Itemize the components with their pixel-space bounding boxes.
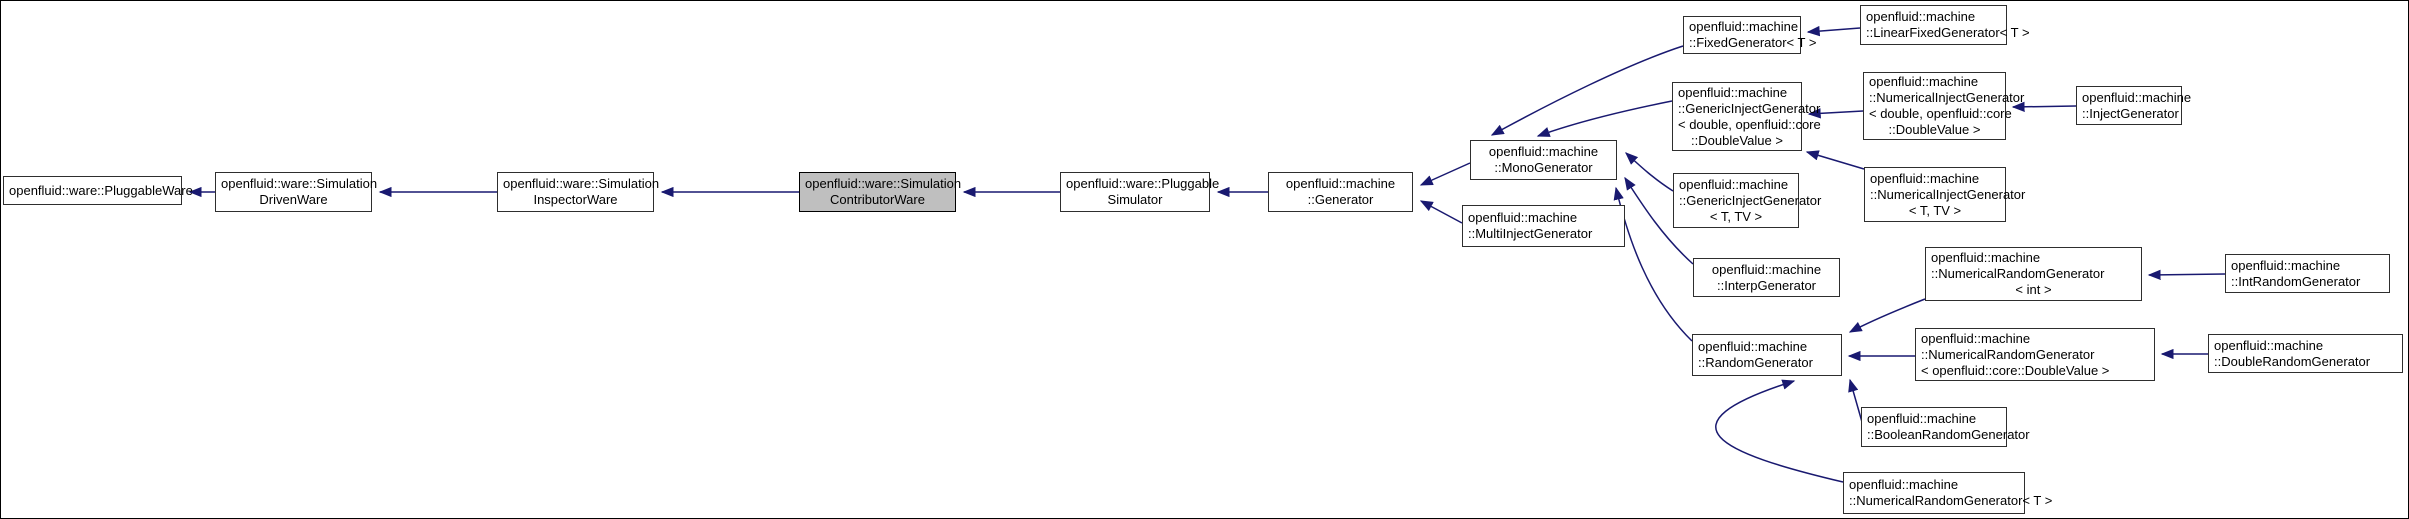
node-label-line: openfluid::machine	[1931, 250, 2041, 265]
node-label-line: openfluid::ware::Simulation	[805, 176, 962, 191]
node-label-line: ContributorWare	[830, 192, 925, 207]
node-label-line: ::DoubleValue >	[1691, 132, 1783, 148]
node-numerical-random-generator-int[interactable]: openfluid::machine::NumericalRandomGener…	[1925, 247, 2142, 301]
node-label-line: ::NumericalRandomGenerator< T >	[1849, 493, 2053, 508]
edge-fixed-generator--mono-generator	[1490, 45, 1684, 136]
node-label-line: openfluid::machine	[1468, 210, 1578, 225]
node-label-line: ::DoubleValue >	[1888, 122, 1981, 137]
node-label-line: openfluid::machine	[2214, 337, 2324, 353]
node-label-line: openfluid::machine	[1678, 84, 1788, 100]
node-linear-fixed-generator[interactable]: openfluid::machine::LinearFixedGenerator…	[1860, 5, 2030, 45]
node-pluggable-ware[interactable]: openfluid::ware::PluggableWare	[3, 176, 193, 205]
node-fixed-generator[interactable]: openfluid::machine::FixedGenerator< T >	[1683, 16, 1817, 54]
node-label-line: ::RandomGenerator	[1698, 355, 1813, 370]
node-label-line: Simulator	[1107, 192, 1163, 207]
node-label-line: openfluid::machine	[1870, 170, 1980, 186]
node-label-line: ::NumericalRandomGenerator	[1931, 266, 2105, 281]
node-label-line: < double, openfluid::core	[1678, 116, 1821, 132]
node-multi-inject-generator[interactable]: openfluid::machine::MultiInjectGenerator	[1462, 205, 1625, 247]
node-label-line: ::InterpGenerator	[1717, 277, 1816, 293]
edge-linear-fixed-generator--fixed-generator	[1806, 25, 1861, 37]
node-label-line: openfluid::ware::Simulation	[221, 176, 378, 191]
node-label-line: ::BooleanRandomGenerator	[1867, 427, 2030, 442]
node-label-line: openfluid::machine	[1711, 261, 1822, 277]
node-inject-generator[interactable]: openfluid::machine::InjectGenerator	[2076, 86, 2192, 125]
node-label-line: openfluid::machine	[1866, 9, 1976, 24]
node-label-line: openfluid::machine	[1867, 411, 1977, 426]
edge-interp-generator--mono-generator	[1624, 176, 1694, 265]
node-label-line: openfluid::ware::Pluggable	[1066, 176, 1220, 191]
edge-multi-inject-generator--generator	[1419, 200, 1463, 224]
node-label-line: openfluid::machine	[1869, 74, 1979, 89]
node-double-random-generator[interactable]: openfluid::machine::DoubleRandomGenerato…	[2208, 334, 2403, 373]
node-label-line: openfluid::machine	[1849, 477, 1959, 492]
node-label-line: openfluid::machine	[2231, 257, 2341, 273]
node-label-line: ::GenericInjectGenerator	[1679, 192, 1822, 208]
edge-int-random-generator--numerical-random-generator-int	[2147, 269, 2226, 281]
node-label-line: < T, TV >	[1709, 208, 1763, 224]
edge-numerical-random-generator-t--random-generator	[1715, 379, 1844, 483]
node-numerical-random-generator-t[interactable]: openfluid::machine::NumericalRandomGener…	[1843, 472, 2053, 514]
node-label-line: openfluid::machine	[2082, 89, 2192, 105]
node-label-line: ::FixedGenerator< T >	[1689, 35, 1817, 50]
node-label-line: < int >	[2015, 282, 2052, 297]
node-label-line: < openfluid::core::DoubleValue >	[1921, 362, 2110, 378]
node-label-line: openfluid::machine	[1698, 339, 1808, 354]
node-boolean-random-generator[interactable]: openfluid::machine::BooleanRandomGenerat…	[1861, 407, 2030, 447]
node-label-line: InspectorWare	[533, 192, 618, 207]
node-label-line: ::DoubleRandomGenerator	[2214, 353, 2371, 369]
node-label-line: openfluid::machine	[1689, 19, 1799, 34]
edge-numerical-inject-generator-double--generic-inject-generator-double	[1807, 108, 1864, 119]
node-label-line: ::LinearFixedGenerator< T >	[1866, 25, 2030, 40]
edge-inject-generator--numerical-inject-generator-double	[2011, 101, 2077, 113]
node-label-line: openfluid::machine	[1488, 144, 1599, 159]
node-label-line: ::NumericalInjectGenerator	[1869, 90, 2025, 105]
node-label-line: ::MonoGenerator	[1494, 160, 1593, 175]
node-label-line: < double, openfluid::core	[1869, 106, 2012, 121]
node-interp-generator[interactable]: openfluid::machine::InterpGenerator	[1693, 258, 1840, 297]
node-generic-inject-generator-ttv[interactable]: openfluid::machine::GenericInjectGenerat…	[1673, 173, 1822, 228]
node-numerical-random-generator-double[interactable]: openfluid::machine::NumericalRandomGener…	[1915, 328, 2155, 381]
edge-numerical-random-generator-int--random-generator	[1848, 298, 1926, 333]
node-label-line: ::MultiInjectGenerator	[1468, 226, 1593, 241]
node-label-line: ::NumericalInjectGenerator	[1870, 186, 2026, 202]
node-label-line: ::GenericInjectGenerator	[1678, 100, 1821, 116]
edge-generic-inject-generator-ttv--mono-generator	[1625, 152, 1674, 192]
node-label-line: ::Generator	[1307, 192, 1374, 207]
edge-boolean-random-generator--random-generator	[1848, 378, 1863, 423]
node-generator[interactable]: openfluid::machine::Generator	[1268, 172, 1413, 212]
edge-numerical-inject-generator-ttv--generic-inject-generator-ttv	[1805, 150, 1865, 170]
node-label-line: ::IntRandomGenerator	[2231, 273, 2361, 289]
node-label-line: ::InjectGenerator	[2082, 105, 2179, 121]
node-mono-generator[interactable]: openfluid::machine::MonoGenerator	[1470, 140, 1617, 180]
node-label-line: openfluid::machine	[1921, 330, 2031, 346]
node-numerical-inject-generator-ttv[interactable]: openfluid::machine::NumericalInjectGener…	[1864, 167, 2026, 222]
edge-mono-generator--generator	[1419, 162, 1471, 186]
node-label-line: ::NumericalRandomGenerator	[1921, 346, 2095, 362]
node-int-random-generator[interactable]: openfluid::machine::IntRandomGenerator	[2225, 254, 2390, 293]
node-label-line: openfluid::ware::PluggableWare	[9, 182, 193, 198]
node-label-line: openfluid::ware::Simulation	[503, 176, 660, 191]
node-generic-inject-generator-double[interactable]: openfluid::machine::GenericInjectGenerat…	[1672, 82, 1821, 151]
node-label-line: < T, TV >	[1908, 202, 1962, 218]
node-random-generator[interactable]: openfluid::machine::RandomGenerator	[1692, 334, 1842, 376]
node-label-line: openfluid::machine	[1285, 176, 1396, 191]
node-label-line: DrivenWare	[259, 192, 328, 207]
edge-generic-inject-generator-double--mono-generator	[1536, 100, 1673, 137]
node-label-line: openfluid::machine	[1679, 176, 1789, 192]
node-numerical-inject-generator-double[interactable]: openfluid::machine::NumericalInjectGener…	[1863, 72, 2025, 140]
